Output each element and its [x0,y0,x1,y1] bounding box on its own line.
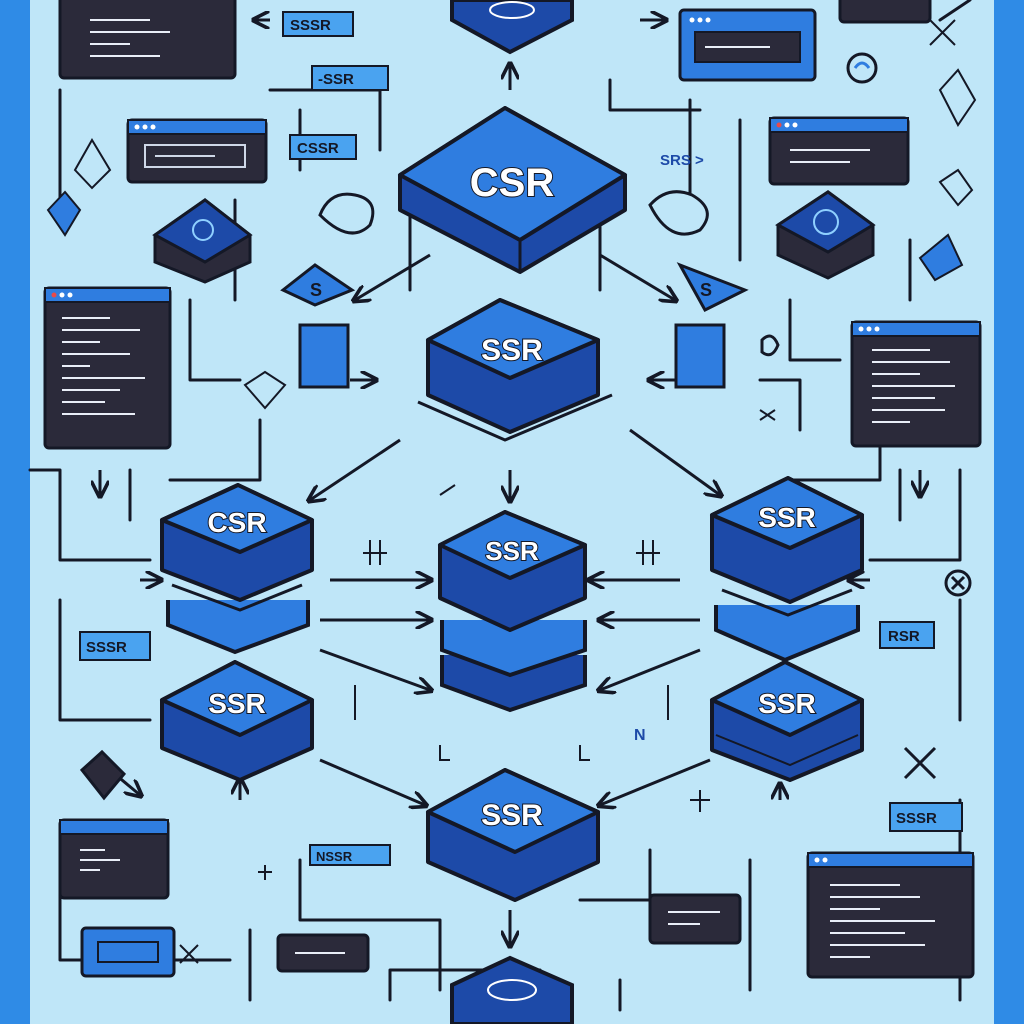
node-ssr-mid [417,298,613,442]
node-csr-left [160,483,314,655]
close-icon [179,19,972,964]
tag-bottom-right: SSSR [896,810,937,827]
node-ssr-bottom [426,768,600,902]
node-label-center: SSR [485,536,539,566]
flag-icon-left [280,263,356,389]
code-window-top-left [58,0,237,80]
node-ssr-center [438,510,587,713]
node-label-left-low: SSR [208,688,266,719]
node-label-mid: SSR [481,334,543,367]
crystal-icon [46,68,977,410]
node-label-top: CSR [470,161,555,205]
atom-icon [152,198,253,284]
small-box-bottom-mid-right [648,893,742,945]
tag-small-s-right: S [700,280,712,300]
node-bottom-partial [450,955,574,1024]
code-window-left-bottom [58,818,170,900]
node-csr-top [398,106,627,274]
tag-right-a: SRS > [660,152,704,169]
small-box-bottom-mid-left [276,933,370,973]
tag-right-mid: RSR [888,628,920,645]
cloud-icon [318,190,780,357]
tag-left-mid: SSSR [86,639,127,656]
tag-left-a: CSSR [297,140,339,157]
node-label-right: SSR [758,502,816,533]
diamond-icon [79,749,127,801]
tag-mark-n: N [634,727,646,744]
code-window-top-right [678,8,817,82]
code-window-right-bottom [806,851,975,979]
code-window-left-top [126,118,268,184]
node-label-left: CSR [207,507,266,538]
node-ssr-left-low [160,660,314,782]
node-ssr-right [710,476,864,663]
code-window-left-mid [43,286,172,450]
code-window-top-right-corner [838,0,932,24]
tag-bottom-left: NSSR [316,849,353,864]
code-window-right-top [768,116,910,186]
tag-top-a: SSSR [290,17,331,34]
flow-arrows [100,20,920,945]
decoration-marks [258,409,776,880]
node-label-right-low: SSR [758,688,816,719]
code-window-right-mid [850,320,982,448]
node-label-bottom: SSR [481,799,543,832]
globe-icon [846,52,878,84]
small-box-bottom-left [80,926,176,978]
tag-top-b: -SSR [318,71,354,88]
atom-icon-right [775,190,876,280]
flag-icon-right [674,262,749,389]
node-ssr-right-low [710,660,864,782]
node-top-partial [450,0,574,55]
tag-small-s-left: S [310,280,322,300]
